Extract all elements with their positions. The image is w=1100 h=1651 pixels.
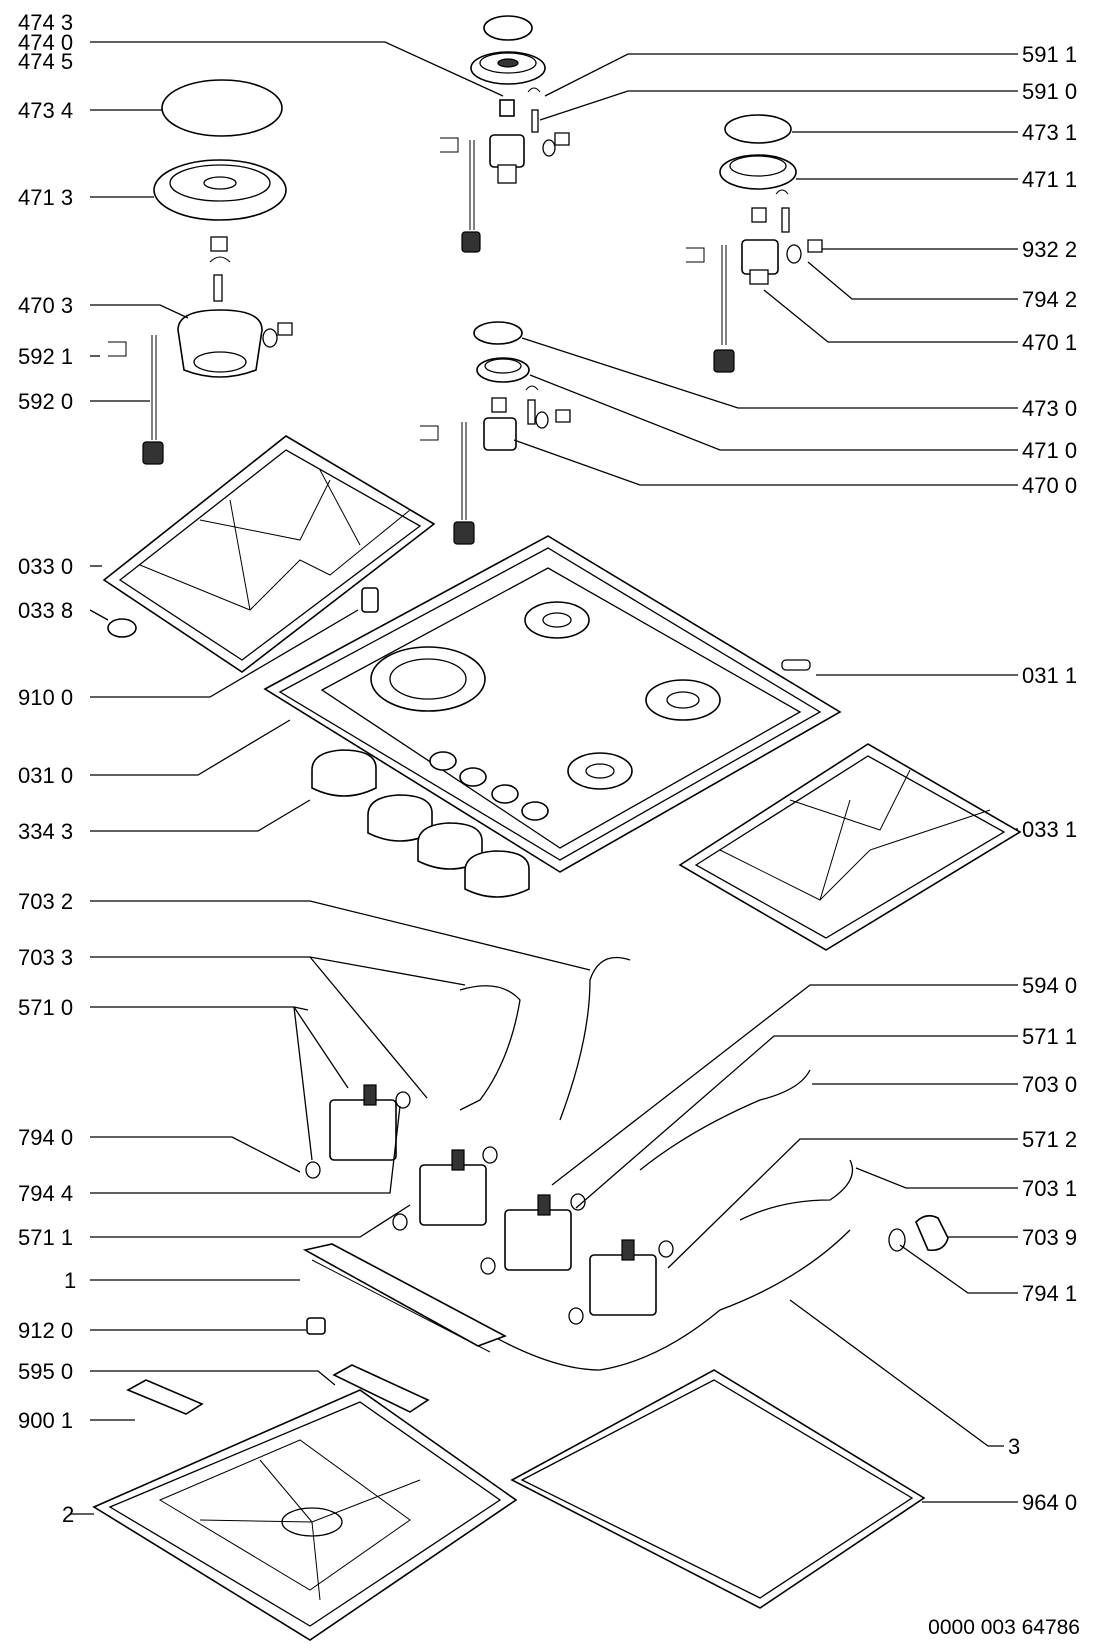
label-473-0: 473 0 bbox=[1022, 396, 1077, 421]
label-703-9: 703 9 bbox=[1022, 1225, 1077, 1250]
label-794-4: 794 4 bbox=[18, 1181, 73, 1206]
label-592-0: 592 0 bbox=[18, 389, 73, 414]
label-471-0: 471 0 bbox=[1022, 438, 1077, 463]
label-592-1: 592 1 bbox=[18, 344, 73, 369]
gas-pipes bbox=[449, 956, 949, 1371]
label-033-0: 033 0 bbox=[18, 554, 73, 579]
label-912-0: 912 0 bbox=[18, 1318, 73, 1343]
burner-medium-right bbox=[686, 114, 823, 373]
label-470-3: 470 3 bbox=[18, 293, 73, 318]
label-794-1: 794 1 bbox=[1022, 1281, 1077, 1306]
label-2: 2 bbox=[62, 1502, 74, 1527]
label-703-1: 703 1 bbox=[1022, 1176, 1077, 1201]
label-334-3: 334 3 bbox=[18, 819, 73, 844]
screw-912 bbox=[306, 1317, 326, 1335]
base-tray bbox=[92, 1389, 518, 1641]
clip-900 bbox=[126, 1379, 204, 1415]
label-033-8: 033 8 bbox=[18, 598, 73, 623]
label-595-0: 595 0 bbox=[18, 1359, 73, 1384]
label-473-4: 473 4 bbox=[18, 98, 73, 123]
label-1: 1 bbox=[64, 1268, 76, 1293]
hob-top-plate bbox=[263, 535, 842, 873]
burner-center bbox=[420, 321, 571, 545]
label-474-0: 474 0 bbox=[18, 30, 73, 55]
burner-large-left bbox=[108, 79, 293, 465]
pan-support-left bbox=[102, 435, 436, 673]
label-591-0: 591 0 bbox=[1022, 79, 1077, 104]
screw bbox=[361, 587, 379, 613]
label-932-2: 932 2 bbox=[1022, 237, 1077, 262]
label-033-1: 033 1 bbox=[1022, 817, 1077, 842]
ignition-rail bbox=[302, 1243, 507, 1353]
label-471-3: 471 3 bbox=[18, 185, 73, 210]
label-794-0: 794 0 bbox=[18, 1125, 73, 1150]
rubber-foot bbox=[107, 618, 137, 638]
leader-lines bbox=[70, 41, 1018, 1515]
label-571-1-right: 571 1 bbox=[1022, 1024, 1077, 1049]
label-571-1-left: 571 1 bbox=[18, 1225, 73, 1250]
label-474-3: 474 3 bbox=[18, 10, 73, 35]
label-703-2: 703 2 bbox=[18, 889, 73, 914]
label-571-2: 571 2 bbox=[1022, 1127, 1077, 1152]
document-number: 0000 003 64786 bbox=[928, 1616, 1080, 1639]
label-591-1: 591 1 bbox=[1022, 42, 1077, 67]
label-474-5: 474 5 bbox=[18, 49, 73, 74]
label-473-1: 473 1 bbox=[1022, 120, 1077, 145]
label-571-0: 571 0 bbox=[18, 995, 73, 1020]
part-labels-left: 474 3 474 0 474 5 473 4 471 3 470 3 592 … bbox=[18, 10, 76, 1527]
label-3: 3 bbox=[1008, 1434, 1020, 1459]
label-594-0: 594 0 bbox=[1022, 973, 1077, 998]
seal-gasket bbox=[510, 1369, 926, 1609]
label-470-0: 470 0 bbox=[1022, 473, 1077, 498]
control-knobs bbox=[311, 749, 530, 898]
label-964-0: 964 0 bbox=[1022, 1490, 1077, 1515]
gas-taps bbox=[305, 1084, 674, 1325]
label-031-0: 031 0 bbox=[18, 763, 73, 788]
label-794-2: 794 2 bbox=[1022, 287, 1077, 312]
label-900-1: 900 1 bbox=[18, 1408, 73, 1433]
part-labels-right: 591 1 591 0 473 1 471 1 932 2 794 2 470 … bbox=[1008, 42, 1077, 1515]
label-031-1: 031 1 bbox=[1022, 663, 1077, 688]
label-470-1: 470 1 bbox=[1022, 330, 1077, 355]
label-703-0: 703 0 bbox=[1022, 1072, 1077, 1097]
ignition-module bbox=[332, 1364, 430, 1413]
burner-small-top-center bbox=[440, 15, 570, 253]
label-703-3: 703 3 bbox=[18, 945, 73, 970]
pan-support-right bbox=[678, 743, 1022, 951]
label-471-1: 471 1 bbox=[1022, 167, 1077, 192]
label-910-0: 910 0 bbox=[18, 685, 73, 710]
